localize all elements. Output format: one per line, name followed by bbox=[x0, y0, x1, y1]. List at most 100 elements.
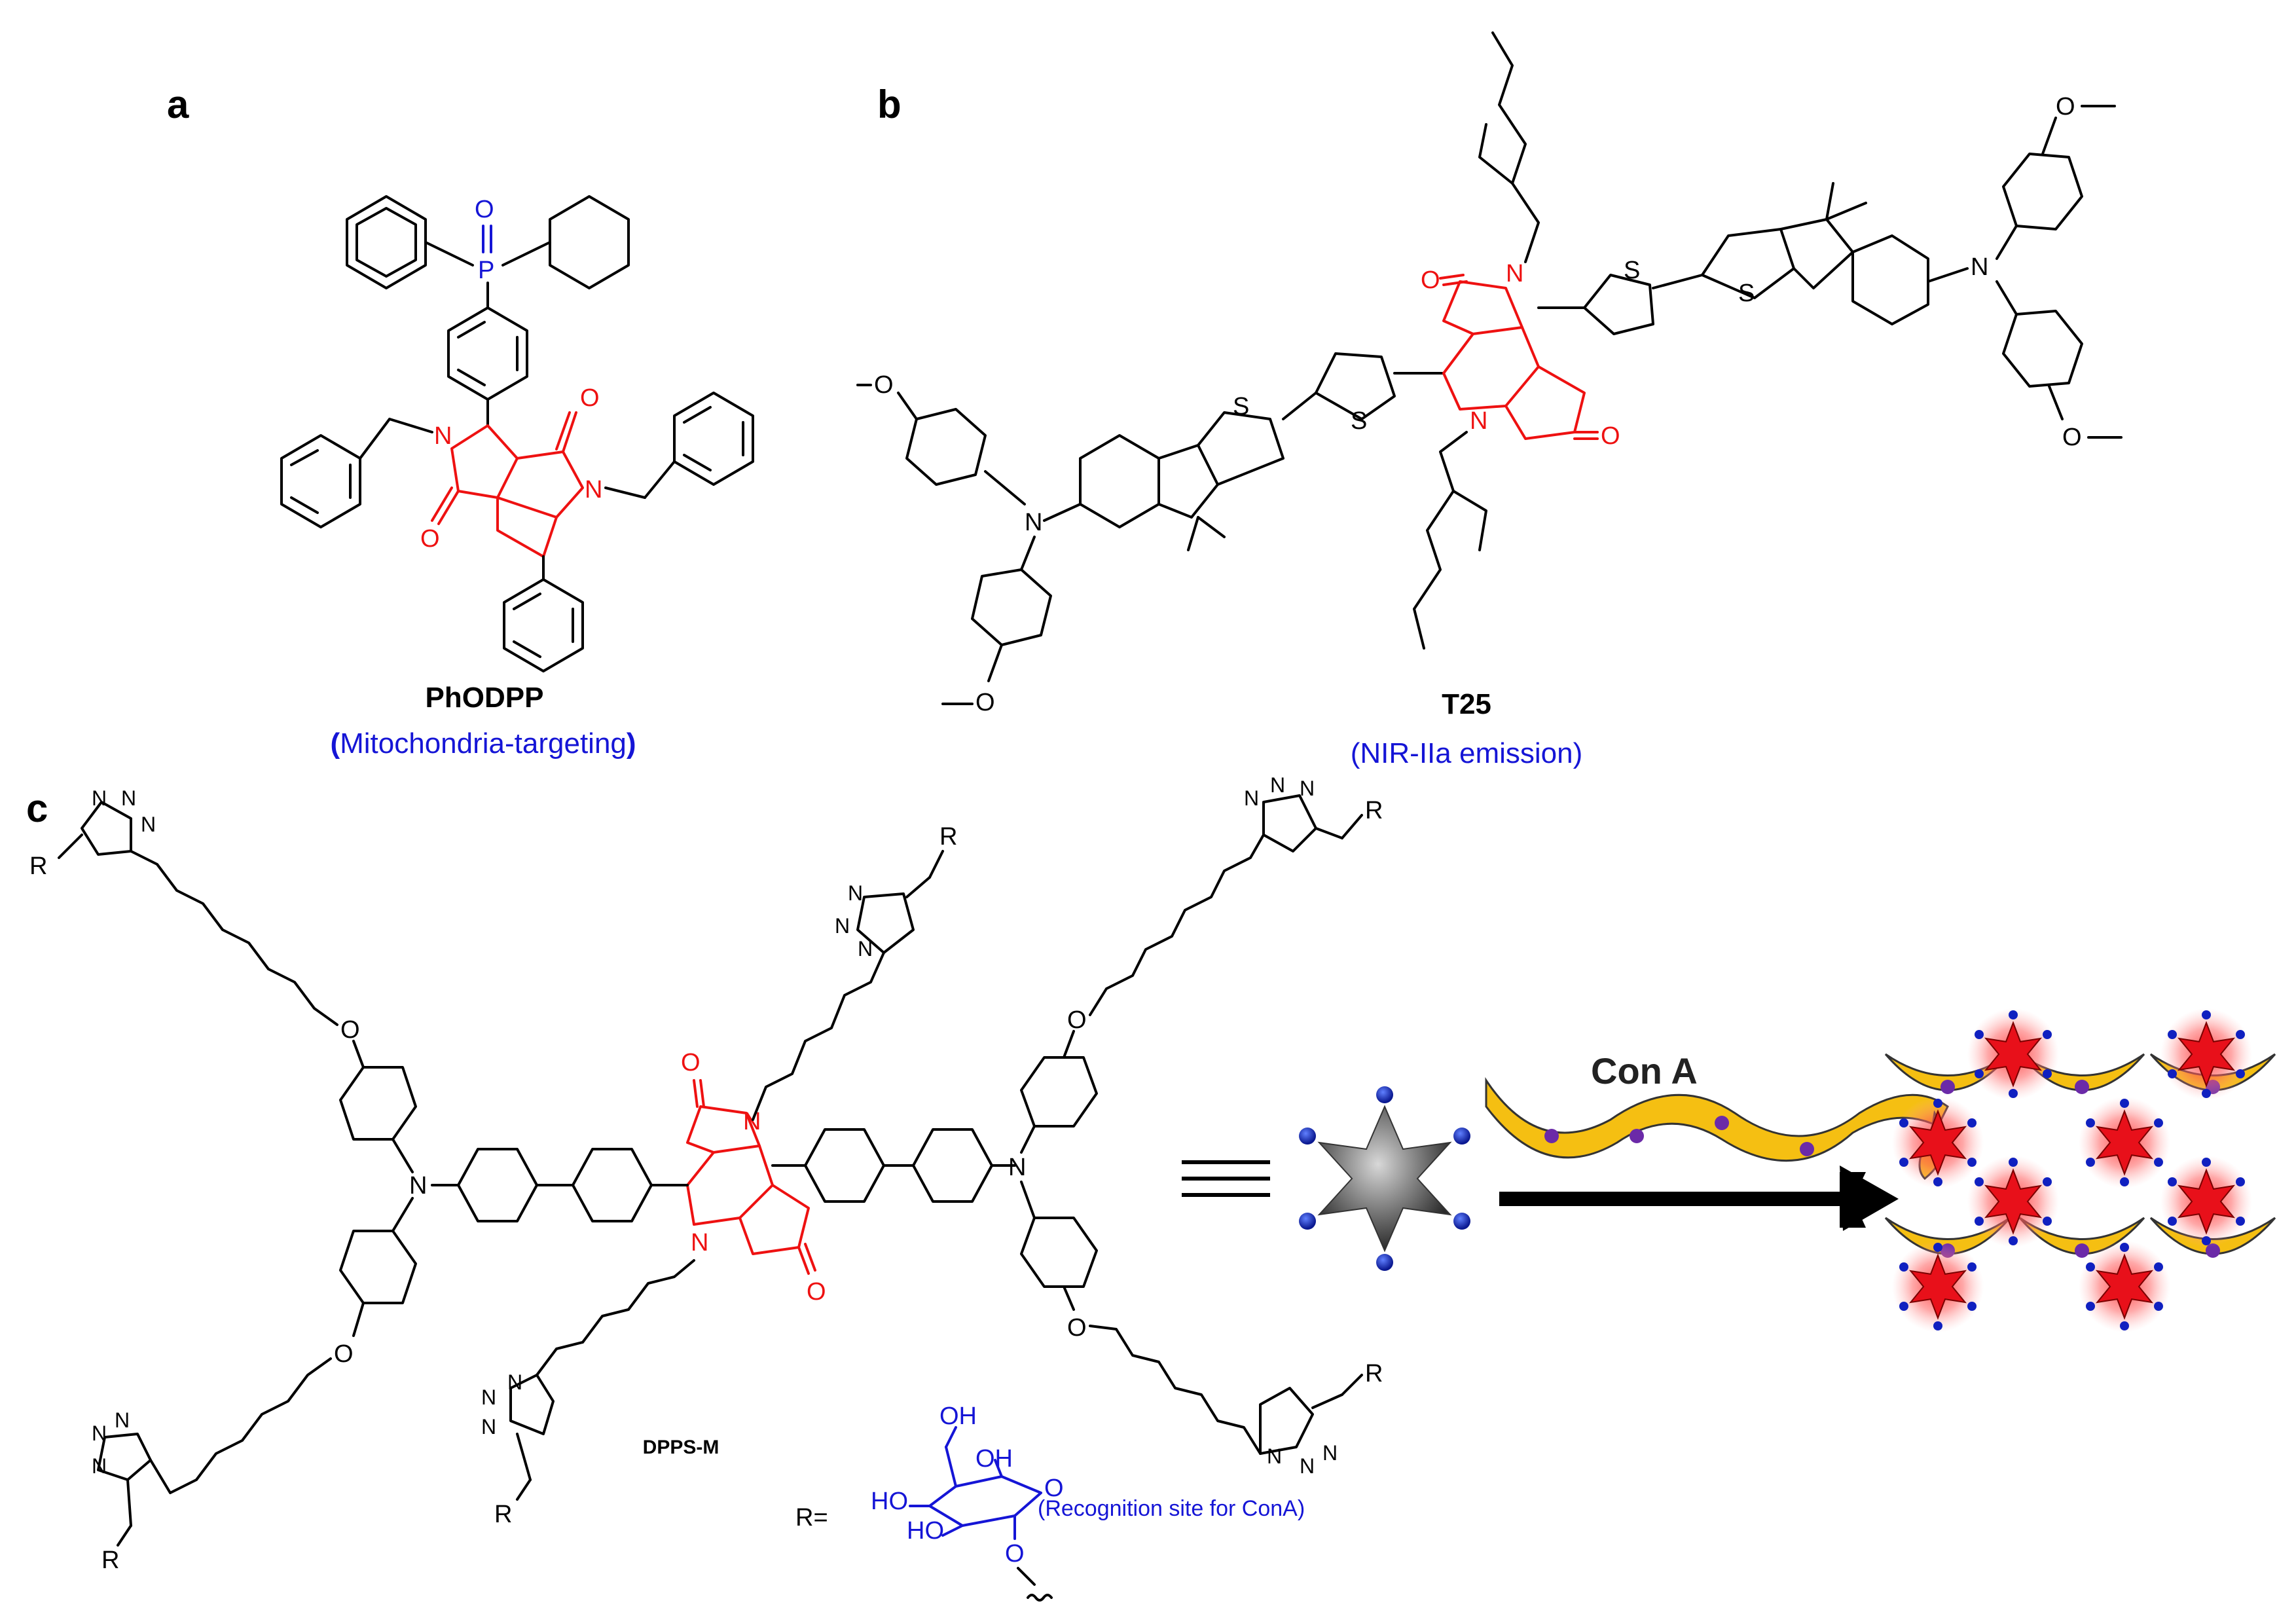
mannose-dot bbox=[2120, 1099, 2129, 1108]
anisyl-ring bbox=[905, 408, 987, 486]
mannose-dot bbox=[1967, 1262, 1977, 1272]
triazole-ring bbox=[856, 892, 915, 954]
phosphorus-atom: P bbox=[478, 257, 494, 284]
aryl-amine-bond bbox=[392, 1197, 414, 1232]
panel-c-letter: c bbox=[26, 786, 48, 830]
mannose-dot bbox=[2236, 1217, 2245, 1226]
nitrogen-atom: N bbox=[434, 422, 452, 450]
mannose-dot bbox=[2154, 1302, 2163, 1311]
hydroxyl-label: HO bbox=[907, 1517, 944, 1545]
emissive-star-icon bbox=[1984, 1021, 2043, 1088]
aryl-ring bbox=[339, 1230, 417, 1304]
nitrogen-atom: N bbox=[585, 476, 602, 504]
methylene-bond bbox=[1311, 1393, 1343, 1409]
triazole-nitrogen: N bbox=[92, 1454, 107, 1478]
nitrogen-atom: N bbox=[743, 1108, 761, 1135]
anisyl-ring bbox=[971, 568, 1052, 646]
hexyl-linker bbox=[130, 850, 338, 1026]
thiophene-sulfur: S bbox=[1233, 393, 1249, 420]
mannose-dot bbox=[2202, 1010, 2211, 1019]
mannose-dot bbox=[1899, 1262, 1908, 1272]
oxygen-atom: O bbox=[475, 196, 494, 223]
dpp-core bbox=[686, 1079, 816, 1275]
methoxy-bond bbox=[897, 392, 918, 420]
triazole-nitrogen: N bbox=[121, 786, 136, 810]
methoxy-oxygen: O bbox=[2062, 424, 2082, 451]
phenyl-ring bbox=[280, 434, 361, 528]
probe-star-icon bbox=[1299, 1086, 1470, 1271]
mannose-dot bbox=[2236, 1069, 2245, 1078]
phenylene-ring bbox=[457, 1148, 538, 1222]
dpp-core bbox=[1439, 274, 1599, 440]
mannose-dot bbox=[1899, 1158, 1908, 1167]
triazole-ring bbox=[1262, 794, 1317, 853]
mannose-dot bbox=[2202, 1089, 2211, 1098]
glycosidic-bond bbox=[1017, 1567, 1036, 1586]
aryl-amine-bond bbox=[1995, 225, 2018, 260]
substituent-r: R bbox=[939, 823, 957, 851]
ethyl-branch bbox=[1452, 490, 1487, 551]
triazole-nitrogen: N bbox=[507, 1370, 522, 1394]
mannose-dot bbox=[1967, 1158, 1977, 1167]
anisyl-ring bbox=[2002, 153, 2083, 230]
aryl-ring bbox=[1020, 1217, 1098, 1288]
mannose-dot bbox=[1899, 1118, 1908, 1128]
r-definition: R= bbox=[795, 1504, 828, 1531]
thiophene-sulfur: S bbox=[1351, 407, 1367, 435]
p-phenyl-bond bbox=[424, 241, 474, 266]
nitrogen-atom: N bbox=[1470, 407, 1487, 435]
mannose-structure bbox=[909, 1426, 1042, 1540]
p-phenyl-bond bbox=[501, 241, 551, 266]
aryl-amine-bond bbox=[392, 1138, 414, 1173]
phenyl-ring bbox=[503, 578, 584, 672]
mannose-dot bbox=[1933, 1177, 1942, 1186]
ethylhexyl-chain bbox=[1413, 431, 1468, 650]
caption-t25: (NIR-IIa emission) bbox=[1351, 737, 1583, 769]
aryl-ring bbox=[339, 1066, 417, 1141]
phenyl-ring bbox=[549, 195, 630, 289]
panel-b: b O N O S S bbox=[856, 31, 2123, 769]
mannose-dot bbox=[2236, 1030, 2245, 1039]
aryl-amine-bond bbox=[1020, 536, 1036, 571]
mannose-dot bbox=[2086, 1118, 2095, 1128]
conA-protein-icon bbox=[1485, 1077, 1949, 1181]
substituent-r: R bbox=[1365, 797, 1383, 824]
binding-site bbox=[2075, 1080, 2089, 1094]
hexyl-linker bbox=[1089, 1325, 1262, 1455]
aryl-ether-bond bbox=[1063, 1285, 1075, 1311]
triazole-ring bbox=[509, 1374, 555, 1435]
hexyl-linker bbox=[536, 1259, 695, 1376]
amine-nitrogen: N bbox=[1008, 1154, 1026, 1181]
ether-oxygen: O bbox=[1067, 1314, 1087, 1342]
thiophene-link bbox=[1652, 274, 1704, 289]
benzyl-bond bbox=[388, 418, 433, 433]
amine-nitrogen: N bbox=[409, 1172, 427, 1200]
ether-oxygen: O bbox=[334, 1340, 354, 1368]
mannose-dot bbox=[2120, 1177, 2129, 1186]
mannose-dot bbox=[2009, 1089, 2018, 1098]
aryl-amine-bond bbox=[1995, 280, 2018, 316]
panel-a-letter: a bbox=[167, 83, 189, 126]
conA-crescent bbox=[2018, 1053, 2145, 1091]
aryl-ether-bond bbox=[352, 1040, 365, 1069]
methylene-bond bbox=[58, 834, 83, 859]
methylene-bond bbox=[1315, 827, 1343, 839]
molecule-name-t25: T25 bbox=[1442, 688, 1491, 720]
triazole-nitrogen: N bbox=[481, 1415, 496, 1439]
binding-site bbox=[2075, 1243, 2089, 1258]
aryl-amine-bond bbox=[984, 470, 1026, 505]
benzyl-bond bbox=[359, 418, 391, 460]
mannose-dot bbox=[2043, 1069, 2052, 1078]
methoxy-oxygen: O bbox=[975, 689, 995, 716]
aryl-ether-bond bbox=[352, 1302, 365, 1337]
mannose-dot bbox=[2168, 1069, 2177, 1078]
triazole-nitrogen: N bbox=[848, 881, 863, 905]
hydroxyl-label: OH bbox=[939, 1403, 977, 1430]
mannose-dot bbox=[2009, 1010, 2018, 1019]
anisyl-ring bbox=[2002, 310, 2083, 388]
carbonyl-oxygen: O bbox=[580, 384, 600, 412]
emissive-star-icon bbox=[1908, 1253, 1967, 1320]
mannose-dot bbox=[1899, 1302, 1908, 1311]
methylene-bond bbox=[516, 1433, 532, 1481]
triazole-nitrogen: N bbox=[1300, 777, 1315, 800]
